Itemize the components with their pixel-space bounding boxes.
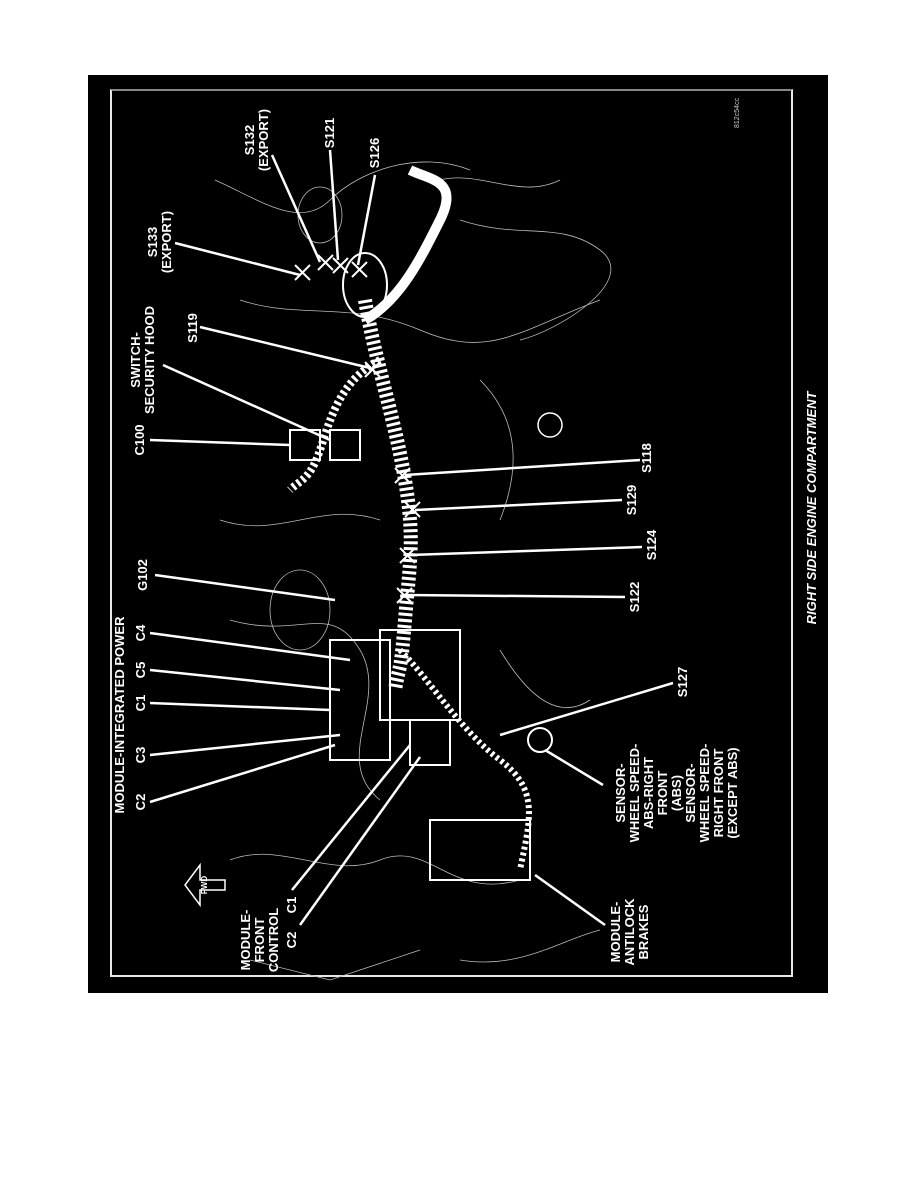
label-ipm-c5: C5 — [133, 661, 148, 679]
label-g102: G102 — [135, 559, 150, 591]
label-module-antilock-brakes: MODULE- ANTILOCK BRAKES — [608, 898, 651, 966]
label-s132: S132 (EXPORT) — [242, 108, 271, 172]
label-sensor-wheel-speed: SENSOR- WHEEL SPEED- ABS-RIGHT FRONT (AB… — [613, 743, 740, 843]
figure-id: 812c54cc — [734, 98, 741, 128]
leader-lines — [149, 149, 674, 927]
label-fcm-c1: C1 — [284, 896, 299, 914]
diagram-frame — [110, 89, 793, 977]
label-ipm-c3: C3 — [133, 746, 148, 764]
label-module-integrated-power: MODULE-INTEGRATED POWER — [112, 616, 127, 814]
splice-marks — [294, 254, 421, 604]
label-s118: S118 — [639, 443, 654, 473]
label-s121: S121 — [322, 117, 337, 149]
fwd-arrow-icon — [184, 862, 226, 908]
label-fwd: FWD — [200, 875, 209, 895]
figure-caption: RIGHT SIDE ENGINE COMPARTMENT — [804, 391, 819, 625]
label-c100: C100 — [132, 424, 147, 456]
label-s122: S122 — [627, 581, 642, 613]
label-ipm-c2: C2 — [133, 793, 148, 811]
label-s126: S126 — [367, 137, 382, 169]
label-ipm-c1: C1 — [133, 694, 148, 712]
label-module-front-control: MODULE- FRONT CONTROL — [238, 907, 281, 973]
label-s133: S133 (EXPORT) — [145, 210, 174, 274]
label-s127: S127 — [675, 666, 690, 698]
wiring-harness — [287, 165, 563, 881]
label-s124: S124 — [644, 529, 659, 561]
label-ipm-c4: C4 — [133, 624, 148, 642]
background-sketch — [214, 161, 612, 981]
label-s119: S119 — [185, 313, 200, 343]
label-switch-security-hood: SWITCH- SECURITY HOOD — [128, 305, 157, 415]
diagram-background — [88, 75, 828, 993]
label-s129: S129 — [624, 484, 639, 516]
label-fcm-c2: C2 — [284, 931, 299, 949]
